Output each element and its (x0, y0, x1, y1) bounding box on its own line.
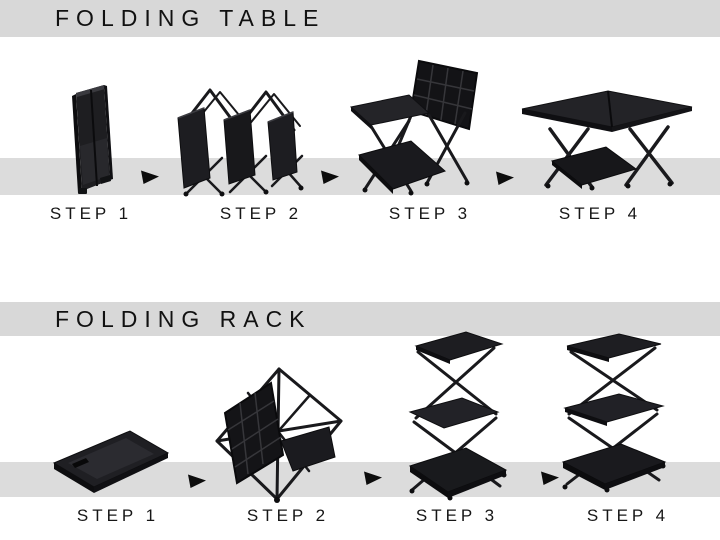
table-step-3-image (347, 57, 485, 202)
rack-step-1-image (50, 423, 172, 497)
rack-step-4-label: STEP 4 (586, 506, 670, 525)
rack-section-title: FOLDING RACK (55, 305, 312, 332)
table-step-1-image (58, 80, 116, 195)
table-step-1-label: STEP 1 (49, 204, 133, 223)
rack-step-2-label: STEP 2 (246, 506, 330, 525)
rack-step-3-label: STEP 3 (415, 506, 499, 525)
table-step-4-image (518, 83, 696, 195)
rack-title-band: FOLDING RACK (0, 302, 720, 336)
rack-step-2-image (213, 363, 345, 505)
table-step-4-label: STEP 4 (558, 204, 642, 223)
table-step-2-image (170, 80, 305, 198)
table-step-3-label: STEP 3 (388, 204, 472, 223)
rack-step-1-label: STEP 1 (76, 506, 160, 525)
table-step-2-label: STEP 2 (219, 204, 303, 223)
rack-step-4-image (557, 332, 671, 504)
rack-step-3-image (404, 330, 510, 506)
table-section-title: FOLDING TABLE (55, 5, 326, 31)
table-title-band: FOLDING TABLE (0, 0, 720, 37)
